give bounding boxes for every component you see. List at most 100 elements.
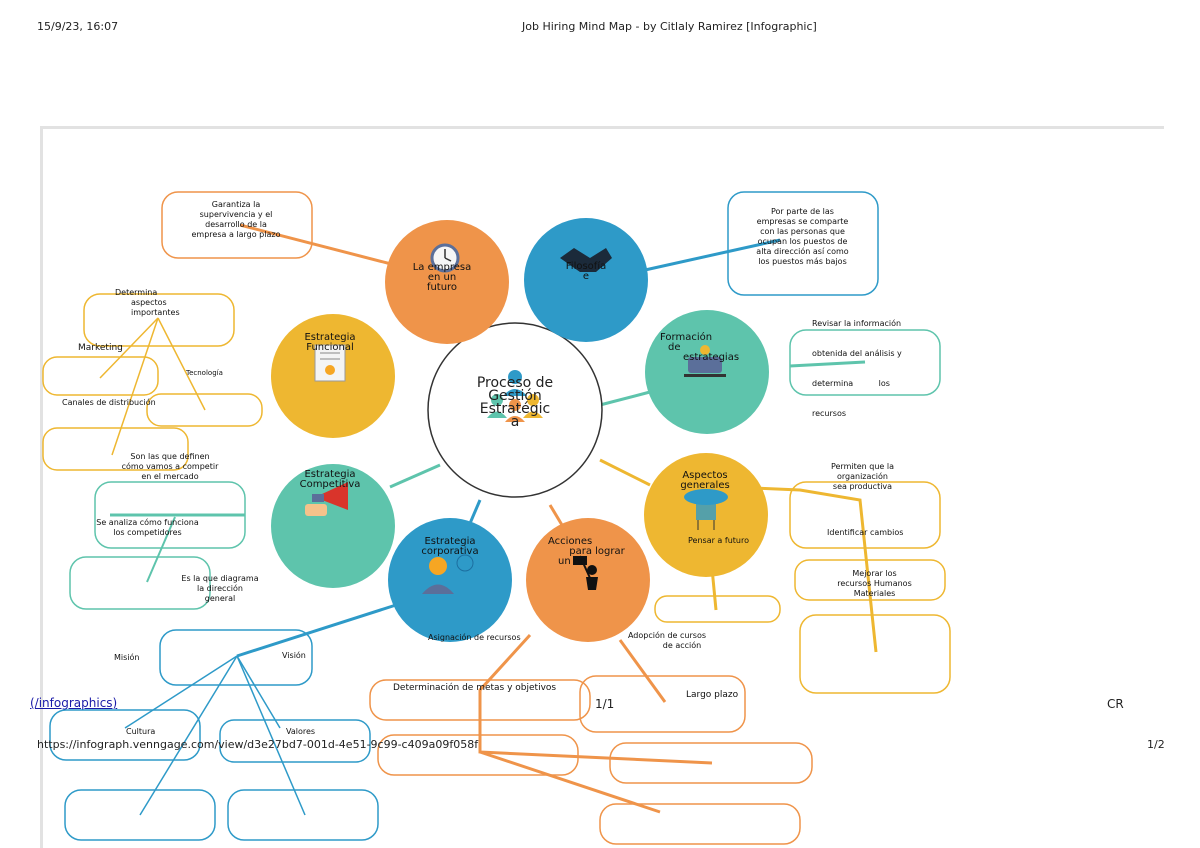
print-datetime: 15/9/23, 16:07 [37,20,119,33]
node-corporativa-label: Estrategia corporativa [410,537,490,557]
connector-revisar [789,360,866,368]
node-futuro-label: La empresa en un futuro [402,263,482,293]
box-vision [159,629,313,686]
note-asignacion: Asignación de recursos [428,633,521,642]
note-boxes [42,191,951,845]
certificate-icon [314,344,346,382]
branch-cultura [124,655,238,729]
note-mejorar-3: Materiales [853,589,896,598]
node-aspectos-label-2: generales [680,480,730,491]
node-acciones-label: Acciones para lograr un fin [548,537,628,567]
note-por-parte: Por parte de las empresas se comparte co… [735,207,870,267]
infographics-link[interactable]: (/infographics) [30,696,118,710]
note-garantiza-4: empresa a largo plazo [191,230,281,239]
box-recursos-extra [799,614,951,694]
note-son-las-2: cómo vamos a competir [121,462,219,471]
node-formacion-label-1: Formación [660,332,713,343]
page-url: https://infograph.venngage.com/view/d3e2… [37,738,479,751]
branch-marketing [99,317,159,379]
note-revisar-4: recursos [812,409,847,418]
handshake-icon [560,248,612,272]
note-mejorar-2: recursos Humanos [837,579,912,588]
note-adopcion-2: de acción [662,641,702,650]
center-title: Proceso de Gestión Estratégic a [455,376,575,429]
spoke-competitiva [389,463,441,489]
center-title-line2: Gestión [488,388,542,404]
node-futuro-label-1: La empresa [412,262,472,273]
branch-lower-left [139,655,238,816]
note-permiten-3: sea productiva [832,482,893,491]
box-largo-plazo [579,675,746,733]
node-competitiva-label-1: Estrategia [304,469,356,480]
note-canales: Canales de distribución [62,398,156,407]
note-determina: Determina aspectos importantes [115,288,180,318]
note-adopcion: Adopción de cursos de acción [612,631,722,651]
node-futuro-label-3: futuro [426,282,458,293]
node-filosofia-label: Filosofía e [546,262,626,282]
clock-icon [430,243,460,273]
note-identificar: Identificar cambios [827,528,904,537]
box-por-parte [727,191,879,296]
people-icon [422,554,474,594]
note-revisar: Revisar la información obtenida del anál… [812,299,932,429]
node-acciones-label-3: un fin [558,556,587,567]
globe-building-icon [684,489,728,530]
node-formacion-label-3: estrategias [682,352,740,363]
note-son-las-1: Son las que definen [130,452,210,461]
node-filosofia-label-1: Filosofía [565,261,607,272]
note-adopcion-1: Adopción de cursos [627,631,707,640]
note-es-la-3: general [204,594,236,603]
connector-acciones-b [479,750,661,814]
note-largo-plazo: Largo plazo [686,690,739,700]
note-determina-1: Determina [115,288,158,297]
note-vision: Visión [282,651,306,660]
node-funcional-label-1: Estrategia [304,332,356,343]
note-cultura: Cultura [126,727,156,736]
note-por-parte-4: ocupan los puestos de [757,237,848,246]
blue-branches [124,655,306,816]
note-determinacion: Determinación de metas y objetivos [393,683,557,693]
note-por-parte-2: empresas se comparte [756,217,849,226]
note-marketing: Marketing [78,343,123,353]
note-mision: Misión [114,653,140,662]
note-por-parte-1: Por parte de las [771,207,834,216]
branch-valores [236,655,281,729]
node-corporativa [388,518,512,642]
branch-lower-right [236,655,306,816]
note-mejorar: Mejorar los recursos Humanos Materiales [812,569,937,599]
node-formacion-label-2: de [668,342,681,353]
yellow-branches [99,317,206,456]
note-mejorar-1: Mejorar los [852,569,897,578]
box-canales [42,427,189,471]
connector-largo-plazo [618,639,667,703]
planning-icon [684,345,726,377]
note-es-la-2: la dirección [197,584,243,593]
note-permiten-1: Permiten que la [830,462,895,471]
box-metas-c [609,742,813,784]
box-tecnologia [146,393,263,427]
print-title: Job Hiring Mind Map - by Citlaly Ramirez… [522,20,817,33]
note-se-analiza-2: los competidores [113,528,182,537]
box-garantiza [161,191,313,259]
node-aspectos-label: Aspectos generales [665,471,745,491]
connector-por-parte [644,238,781,272]
branch-tecnologia [157,317,206,411]
note-es-la-1: Es la que diagrama [181,574,259,583]
box-cultura [49,709,201,761]
box-lower-right [227,789,379,841]
node-competitiva [271,464,395,588]
branch-canales [111,317,159,456]
node-competitiva-label-2: Competitiva [299,479,361,490]
box-es-la [69,556,211,610]
note-garantiza-3: desarrollo de la [205,220,267,229]
connector-garantiza [239,223,396,267]
box-marketing [42,356,159,396]
flag-person-icon [573,555,598,590]
note-por-parte-6: los puestos más bajos [758,257,847,266]
note-pensar: Pensar a futuro [688,536,749,545]
connector-acciones-a [478,633,713,765]
note-revisar-3: determina los [812,379,890,388]
note-garantiza-2: supervivencia y el [199,210,273,219]
box-mejorar [794,559,946,601]
